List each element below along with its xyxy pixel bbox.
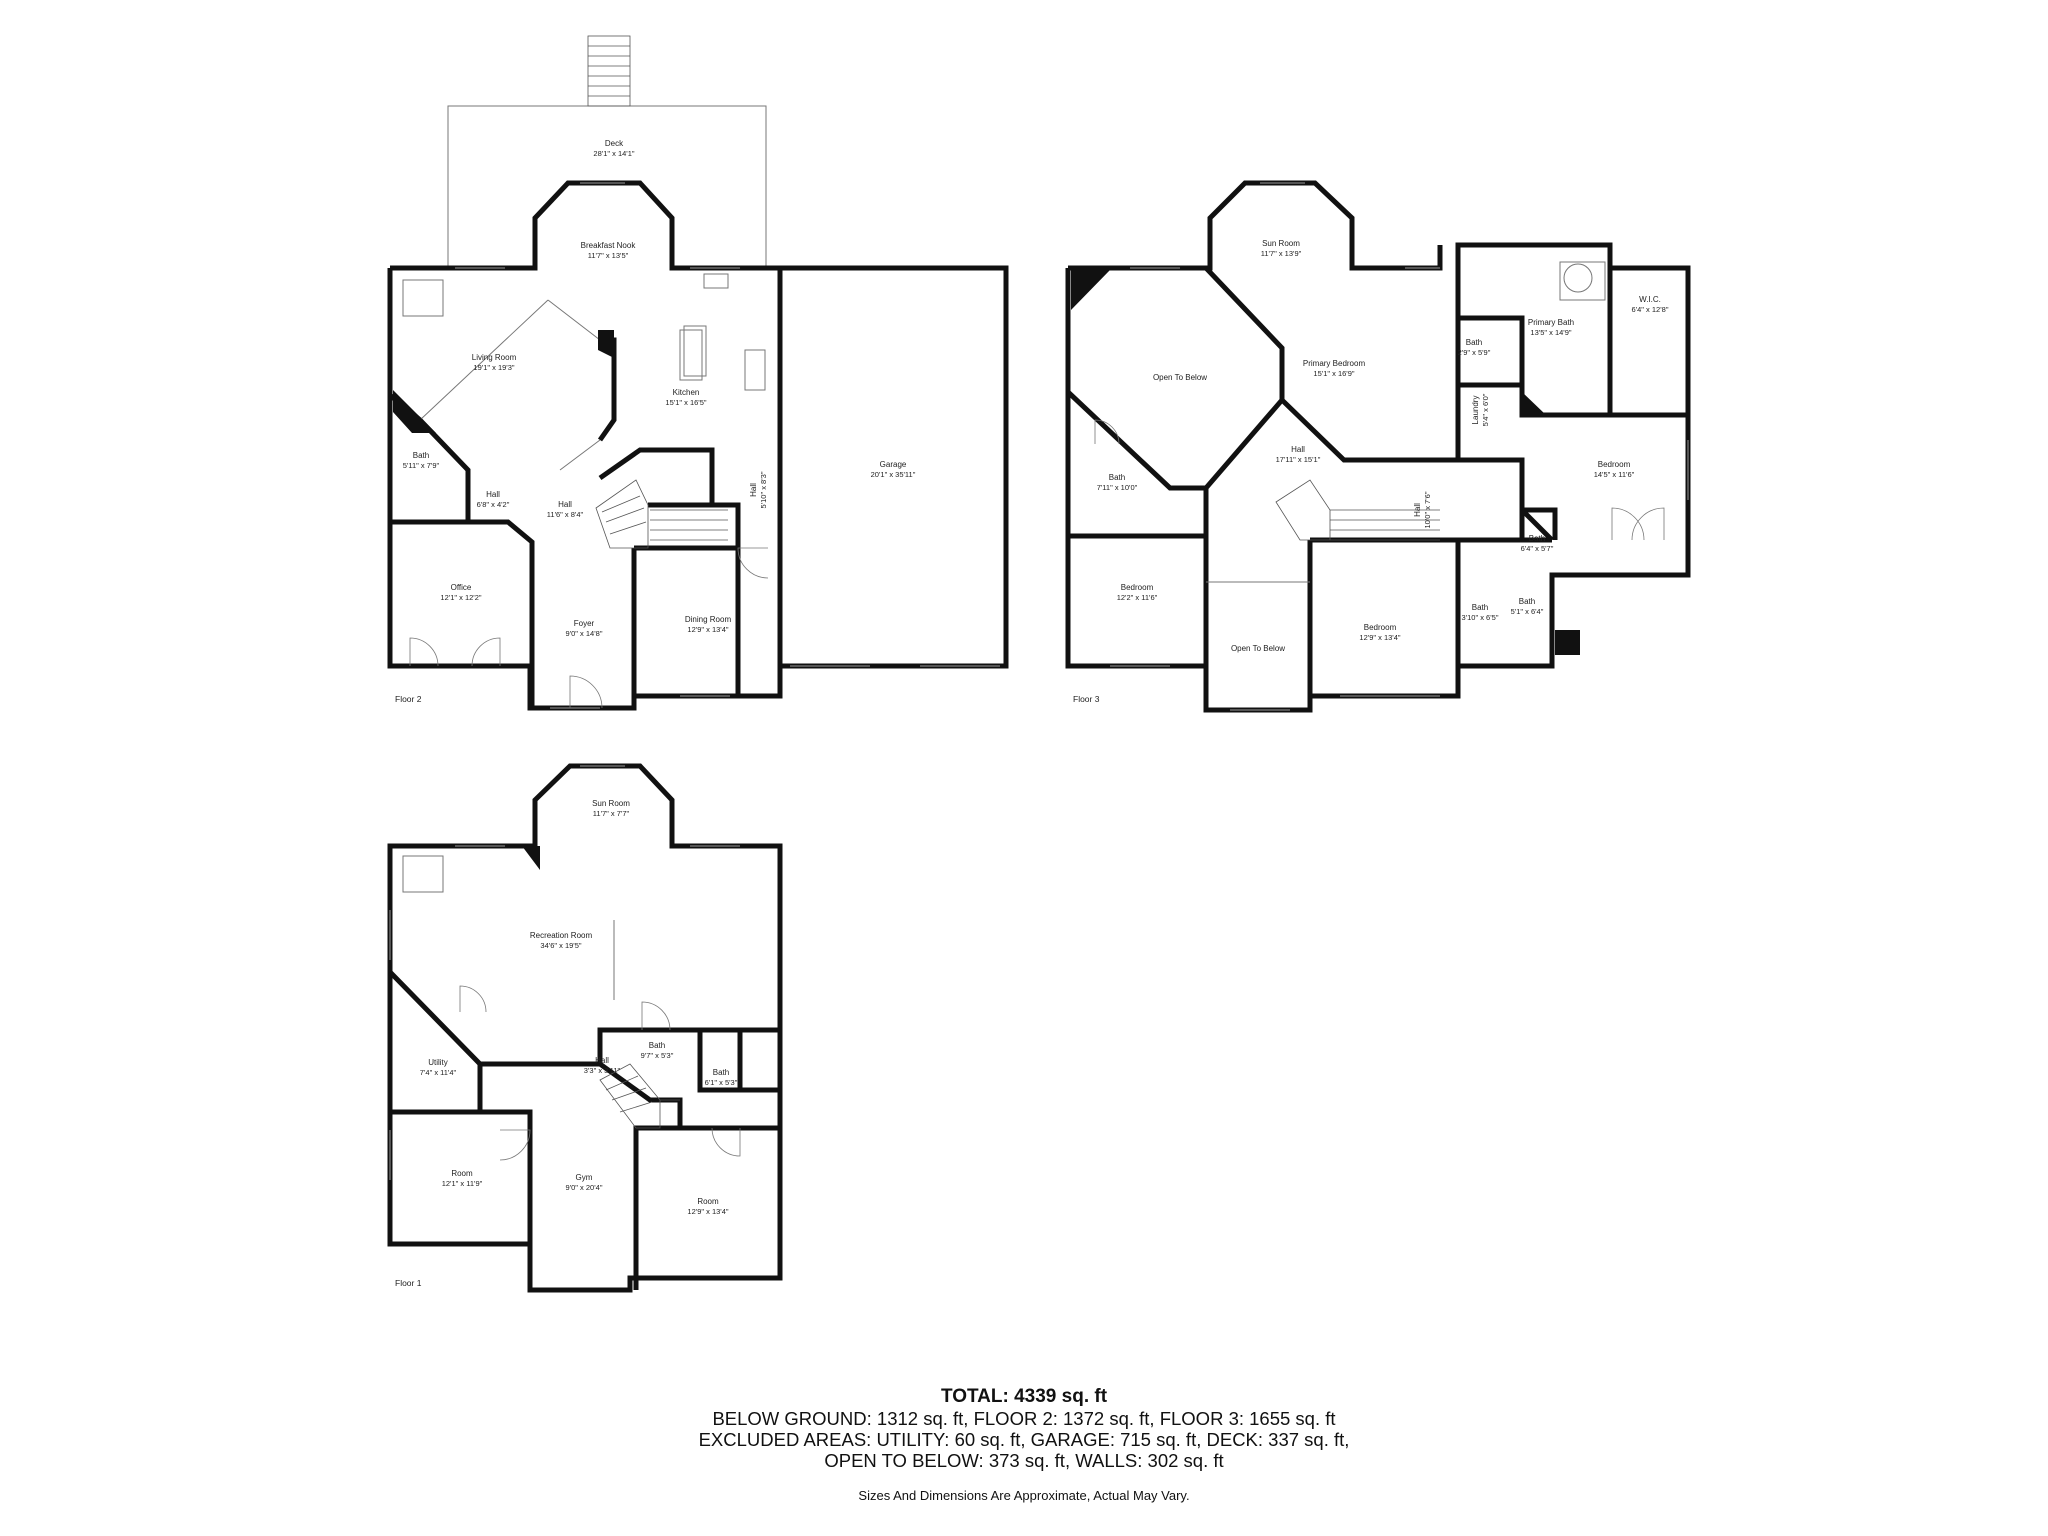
room-dims: 11'6" x 8'4" [547,510,584,519]
excluded-areas: EXCLUDED AREAS: UTILITY: 60 sq. ft, GARA… [698,1429,1350,1450]
total-area: TOTAL: 4339 sq. ft [940,1386,1108,1407]
room-dims: 15'1" x 16'5" [665,398,706,407]
room-name: Primary Bedroom [1303,359,1366,368]
room-name: W.I.C. [1639,295,1661,304]
room-name: Sun Room [1262,239,1300,248]
room-name: Primary Bath [1528,318,1574,327]
room-dims: 19'1" x 19'3" [473,363,514,372]
room-dims: 5'1" x 6'4" [1511,607,1544,616]
room-dims: 11'7" x 13'9" [1261,249,1302,258]
room-dims: 34'6" x 19'5" [540,941,581,950]
room-dims: 12'9" x 13'4" [687,1207,728,1216]
room-name: Hall [595,1056,609,1065]
room-name: Laundry [1471,396,1480,425]
room-name: Living Room [472,353,517,362]
room-dims: 6'4" x 5'7" [1521,544,1554,553]
room-name: Room [697,1197,719,1206]
room-name: Hall [558,500,572,509]
area-summary: TOTAL: 4339 sq. ft BELOW GROUND: 1312 sq… [0,1386,2048,1503]
area-breakdown: BELOW GROUND: 1312 sq. ft, FLOOR 2: 1372… [712,1408,1336,1429]
room-name: Hall [749,483,758,497]
room-dims: 7'11" x 10'0" [1097,483,1138,492]
room-dims: 5'10" x 8'3" [759,471,768,508]
floor-1-plan [387,763,783,1293]
floor-label: Floor 2 [395,694,422,704]
room-dims: 12'9" x 13'4" [1359,633,1400,642]
room-name: Gym [576,1173,593,1182]
room-name: Foyer [574,619,595,628]
room-dims: 2'9" x 5'9" [1458,348,1491,357]
disclaimer: Sizes And Dimensions Are Approximate, Ac… [858,1488,1190,1503]
room-name: Bath [713,1068,729,1077]
room-name: Deck [605,139,624,148]
room-dims: 9'0" x 20'4" [566,1183,603,1192]
room-name: Bedroom [1364,623,1397,632]
room-name: Open To Below [1153,373,1207,382]
room-name: Open To Below [1231,644,1285,653]
floor-plan-drawing: Deck 28'1" x 14'1" Breakfast Nook 11'7" … [387,35,1691,1293]
room-dims: 6'4" x 12'8" [1632,305,1669,314]
room-dims: 3'10" x 6'5" [1462,613,1499,622]
room-dims: 11'7" x 7'7" [593,809,630,818]
room-dims: 20'1" x 35'11" [871,470,916,479]
room-dims: 28'1" x 14'1" [593,149,634,158]
room-dims: 5'4" x 6'0" [1481,393,1490,426]
room-name: Kitchen [673,388,700,397]
room-name: Bath [1529,534,1545,543]
room-dims: 6'1" x 5'3" [705,1078,738,1087]
room-name: Hall [1291,445,1305,454]
room-name: Bath [649,1041,665,1050]
room-name: Garage [880,460,907,469]
room-dims: 11'7" x 13'5" [588,251,629,260]
room-name: Bath [1466,338,1482,347]
room-name: Bedroom [1121,583,1154,592]
room-dims: 17'11" x 15'1" [1276,455,1321,464]
room-name: Dining Room [685,615,732,624]
room-dims: 15'1" x 16'9" [1313,369,1354,378]
room-dims: 6'8" x 4'2" [477,500,510,509]
room-name: Utility [428,1058,448,1067]
room-dims: 9'0" x 14'8" [566,629,603,638]
room-dims: 12'1" x 11'9" [442,1179,483,1188]
floor-label: Floor 1 [395,1278,422,1288]
room-name: Bath [1472,603,1488,612]
room-dims: 7'4" x 11'4" [420,1068,457,1077]
room-name: Sun Room [592,799,630,808]
floor-3-plan [1065,180,1691,713]
room-dims: 10'0" x 7'6" [1423,491,1432,528]
room-dims: 12'9" x 13'4" [687,625,728,634]
room-dims: 12'2" x 11'6" [1117,593,1158,602]
room-dims: 3'3" x 3'11" [584,1066,621,1075]
room-dims: 12'1" x 12'2" [440,593,481,602]
room-name: Recreation Room [530,931,593,940]
room-name: Bath [413,451,429,460]
room-dims: 9'7" x 5'3" [641,1051,674,1060]
room-name: Bath [1109,473,1125,482]
floor-2-plan [387,35,1009,711]
floor-label: Floor 3 [1073,694,1100,704]
room-name: Room [451,1169,473,1178]
excluded-areas-continued: OPEN TO BELOW: 373 sq. ft, WALLS: 302 sq… [824,1450,1224,1471]
room-name: Breakfast Nook [581,241,637,250]
room-dims: 5'11" x 7'9" [403,461,440,470]
room-dims: 14'5" x 11'6" [1594,470,1635,479]
room-dims: 13'5" x 14'9" [1530,328,1571,337]
room-name: Hall [1413,503,1422,517]
room-name: Bath [1519,597,1535,606]
room-name: Bedroom [1598,460,1631,469]
room-name: Hall [486,490,500,499]
room-name: Office [451,583,472,592]
